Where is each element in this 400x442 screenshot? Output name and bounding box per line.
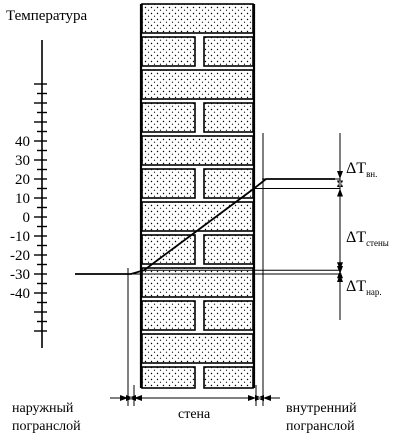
brick — [141, 3, 254, 34]
brick — [141, 102, 196, 133]
brick — [141, 168, 196, 199]
delta-inner-label: ΔTвн. — [346, 160, 377, 179]
axis-tick-label: 10 — [15, 191, 30, 207]
diagram-title: Температура — [6, 8, 88, 24]
delta-dimension-line — [337, 133, 343, 320]
inner-boundary-layer-label-line1: внутренний — [286, 401, 357, 416]
bottom-dimension-arrows — [110, 395, 280, 401]
delta-reference-lines — [130, 178, 340, 275]
brick — [203, 168, 254, 199]
delta-wall-label: ΔTстены — [346, 229, 389, 248]
brick — [141, 36, 196, 67]
brick-courses — [139, 3, 256, 389]
bottom-arrowheads — [120, 395, 271, 401]
brick — [141, 267, 254, 298]
brick — [203, 300, 254, 331]
outer-boundary-layer-label-line2: погранслой — [12, 419, 81, 434]
axis-tick-label: 0 — [23, 210, 31, 226]
brick — [141, 333, 254, 364]
brick-wall — [139, 3, 256, 389]
axis-tick-label: -10 — [10, 229, 30, 245]
axis-tick-label: -20 — [10, 248, 30, 264]
dimension-arrowheads — [337, 171, 343, 282]
axis-tick-label: -30 — [10, 267, 30, 283]
outer-boundary-layer-label-line1: наружный — [12, 401, 74, 416]
brick — [141, 300, 196, 331]
brick — [141, 234, 196, 265]
axis-tick-label: 40 — [15, 134, 30, 150]
brick — [141, 366, 196, 389]
wall-label: стена — [178, 407, 211, 422]
temperature-axis-labels: 40 30 20 10 0 -10 -20 -30 -40 — [10, 134, 30, 302]
brick — [141, 135, 254, 166]
brick — [203, 102, 254, 133]
inner-boundary-layer-label-line2: погранслой — [286, 419, 355, 434]
brick — [203, 366, 254, 389]
brick — [141, 201, 254, 232]
temperature-axis: 40 30 20 10 0 -10 -20 -30 -40 — [10, 40, 47, 348]
temperature-axis-ticks — [34, 83, 47, 332]
brick — [203, 36, 254, 67]
brick — [141, 69, 254, 100]
axis-tick-label: 20 — [15, 172, 30, 188]
axis-tick-label: -40 — [10, 286, 30, 302]
axis-tick-label: 30 — [15, 153, 30, 169]
brick — [203, 234, 254, 265]
delta-outer-label: ΔTнар. — [346, 278, 382, 297]
